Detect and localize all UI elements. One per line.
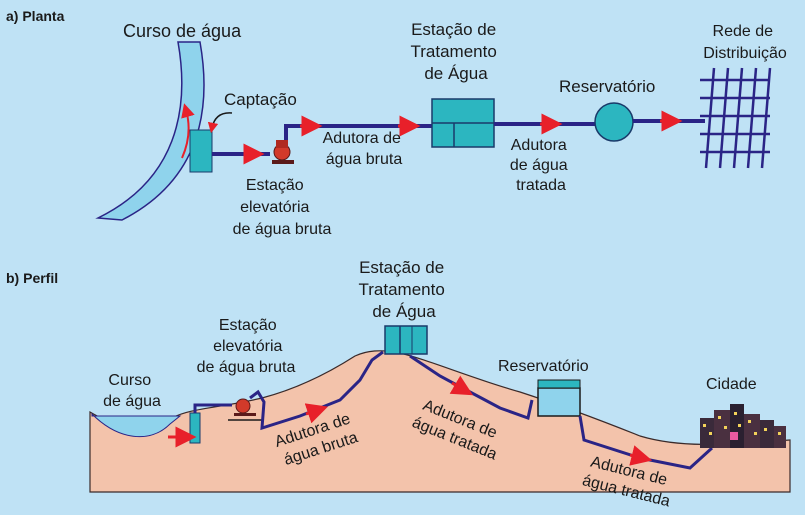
label-eta-perfil: Estação de Tratamento de Água [358, 258, 449, 321]
label-eta-planta: Estação de Tratamento de Água [410, 20, 501, 83]
eta-plan [431, 98, 495, 148]
label-adutora-agua-tratada-planta: Adutora de água tratada [510, 137, 572, 194]
pipe-profile-treated-1 [409, 354, 534, 420]
captacao-pointer [207, 112, 233, 134]
label-estacao-elevatoria: Estação elevatória de água bruta [233, 177, 332, 238]
flow-arrow [449, 375, 474, 396]
label-estacao-elevatoria-perfil: Estação elevatória de água bruta [197, 317, 296, 376]
pipe-profile-suction [193, 403, 232, 413]
flow-arrow [304, 403, 328, 424]
label-curso-de-agua: Curso de água [123, 21, 242, 41]
label-reservatorio-perfil: Reservatório [498, 358, 589, 375]
section-title-planta: a) Planta [6, 8, 65, 24]
reservoir-plan [594, 102, 634, 142]
label-captacao: Captação [224, 90, 297, 109]
intake-structure [189, 129, 213, 173]
label-cidade: Cidade [706, 376, 757, 393]
label-reservatorio-planta: Reservatório [559, 77, 655, 96]
label-curso-de-agua-perfil: Curso de água [103, 372, 161, 410]
eta-profile [384, 325, 428, 355]
pump-station-profile-icon [228, 398, 262, 421]
reservoir-profile [537, 379, 581, 417]
label-rede-distribuicao: Rede de Distribuição [703, 23, 787, 62]
pump-station-icon [272, 140, 294, 164]
river-flow-arrow [181, 103, 195, 159]
river-profile [91, 412, 182, 438]
pipe-profile-raw-water [249, 350, 384, 431]
section-title-perfil: b) Perfil [6, 270, 58, 286]
distribution-network-grid [700, 67, 772, 169]
intake-profile [189, 412, 201, 444]
river-plan [95, 41, 205, 221]
flow-arrow [629, 445, 653, 466]
city-buildings [700, 404, 786, 448]
label-adutora-agua-bruta: Adutora de água bruta [323, 130, 406, 168]
